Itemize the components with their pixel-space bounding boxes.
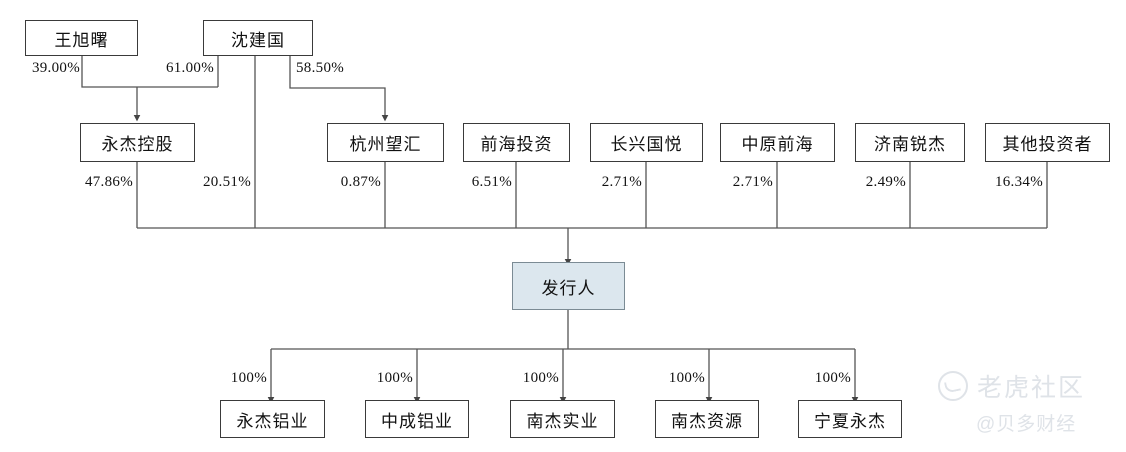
edge-label-wanghui-to-issuer: 0.87%: [340, 174, 381, 190]
node-label: 济南锐杰: [874, 135, 946, 154]
edge-wang-to-yongjie-holding: [81, 55, 218, 88]
node-label: 长兴国悦: [610, 135, 683, 154]
node-issuer[interactable]: 发行人: [512, 262, 625, 310]
edge-shen-to-hangzhou-wanghui: [289, 55, 389, 122]
node-label: 中成铝业: [381, 411, 453, 431]
node-label: 王旭曙: [54, 30, 109, 50]
node-label: 前海投资: [480, 135, 553, 154]
node-label: 南杰资源: [671, 411, 743, 431]
node-hangzhou-wanghui[interactable]: 杭州望汇: [327, 123, 444, 162]
edge-label-zhongyuan-to-issuer: 2.71%: [732, 174, 773, 190]
node-zhongcheng-lvye[interactable]: 中成铝业: [365, 400, 469, 438]
edge-label-wang-to-yongjie: 39.00%: [31, 60, 80, 76]
edge-label-yongjieholding-to-issuer: 47.86%: [84, 174, 133, 190]
node-label: 永杰铝业: [236, 411, 309, 431]
edge-label-shen-to-wanghui: 58.50%: [296, 60, 345, 76]
node-label: 发行人: [541, 278, 596, 298]
edge-label-issuer-to-nanjieshiye: 100%: [522, 370, 559, 386]
node-label: 中原前海: [741, 135, 814, 154]
node-wang-xushu[interactable]: 王旭曙: [25, 20, 138, 56]
edge-label-shen-direct-to-issuer: 20.51%: [202, 174, 251, 190]
node-label: 永杰控股: [101, 135, 174, 154]
node-ningxia-yongjie[interactable]: 宁夏永杰: [798, 400, 902, 438]
edge-label-jinan-to-issuer: 2.49%: [865, 174, 906, 190]
node-label: 南杰实业: [526, 411, 599, 431]
edge-label-issuer-to-yongjielvye: 100%: [230, 370, 267, 386]
node-zhongyuan-qianhai[interactable]: 中原前海: [720, 123, 835, 162]
edge-label-others-to-issuer: 16.34%: [994, 174, 1043, 190]
node-label: 宁夏永杰: [814, 411, 886, 431]
node-qianhai-touzi[interactable]: 前海投资: [463, 123, 570, 162]
node-other-investors[interactable]: 其他投资者: [985, 123, 1110, 162]
node-label: 其他投资者: [1002, 135, 1093, 154]
node-label: 沈建国: [231, 30, 285, 50]
node-shen-jianguo[interactable]: 沈建国: [203, 20, 313, 56]
node-nanjie-ziyuan[interactable]: 南杰资源: [655, 400, 759, 438]
edge-label-issuer-to-zhongchenglvye: 100%: [376, 370, 413, 386]
node-yongjie-holding[interactable]: 永杰控股: [80, 123, 195, 162]
node-yongjie-lvye[interactable]: 永杰铝业: [220, 400, 325, 438]
node-label: 杭州望汇: [349, 135, 422, 154]
edge-label-shen-to-yongjie: 61.00%: [165, 60, 214, 76]
node-changxing-guoyue[interactable]: 长兴国悦: [590, 123, 703, 162]
node-nanjie-shiye[interactable]: 南杰实业: [510, 400, 615, 438]
edge-label-issuer-to-nanjieziyuan: 100%: [668, 370, 705, 386]
edge-label-changxing-to-issuer: 2.71%: [601, 174, 642, 190]
edge-label-issuer-to-ningxiayongjie: 100%: [814, 370, 851, 386]
node-jinan-ruijie[interactable]: 济南锐杰: [855, 123, 965, 162]
edge-label-qianhai-to-issuer: 6.51%: [471, 174, 512, 190]
